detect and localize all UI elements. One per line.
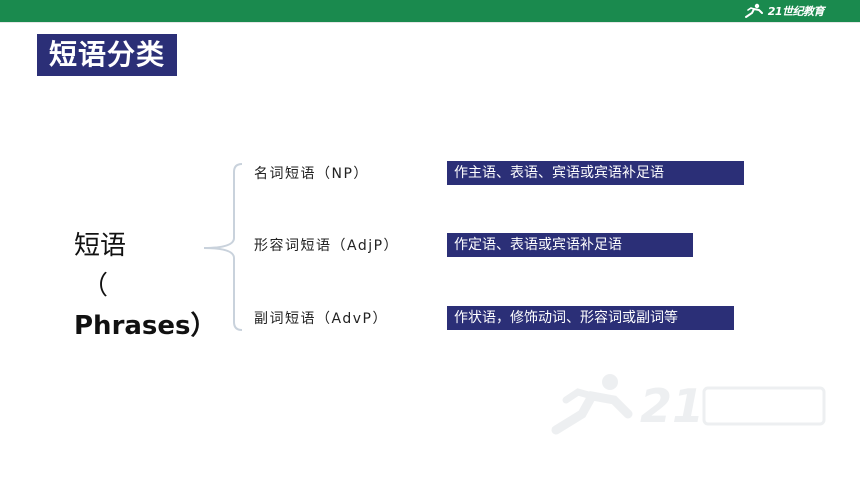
branch-desc-adjp: 作定语、表语或宾语补足语 <box>447 233 693 257</box>
runner-icon <box>744 3 763 18</box>
header-bar: 21世纪教育 <box>0 0 860 22</box>
branch-desc-advp: 作状语，修饰动词、形容词或副词等 <box>447 306 734 330</box>
svg-text:21: 21 <box>640 379 704 433</box>
page-title: 短语分类 <box>37 34 177 76</box>
root-node: 短语 （ Phrases） <box>74 226 217 346</box>
root-line-1: 短语 <box>74 231 127 261</box>
watermark-logo-icon: 21 <box>551 374 826 435</box>
branch-label-np: 名词短语（NP） <box>254 166 369 182</box>
header-divider <box>0 22 860 23</box>
brace-connector <box>203 163 243 331</box>
branch-label-adjp: 形容词短语（AdjP） <box>254 238 400 254</box>
root-line-3: Phrases） <box>74 311 217 341</box>
root-line-2: （ <box>82 271 109 301</box>
branch-desc-np: 作主语、表语、宾语或宾语补足语 <box>447 161 744 185</box>
brand-text: 21世纪教育 <box>767 5 825 18</box>
branch-label-advp: 副词短语（AdvP） <box>254 311 388 327</box>
brand-logo: 21世纪教育 <box>743 2 825 20</box>
